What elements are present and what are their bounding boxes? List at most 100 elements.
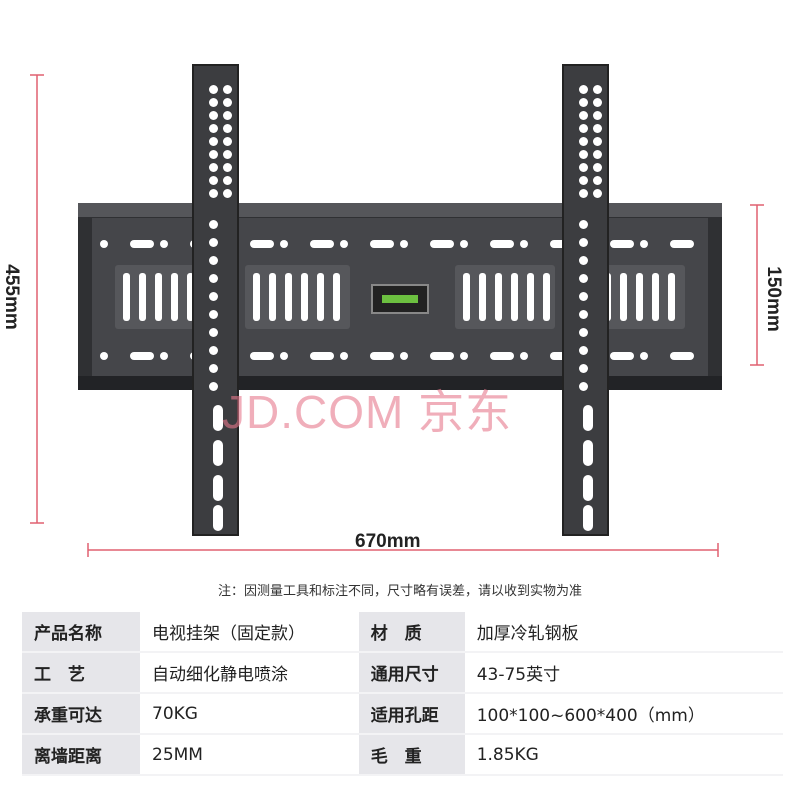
hole (370, 352, 394, 360)
hole (479, 273, 486, 321)
hole (285, 273, 292, 321)
hole (579, 150, 588, 159)
hole (620, 273, 627, 321)
hole (223, 189, 232, 198)
hole (579, 310, 588, 319)
hole (209, 124, 218, 133)
spec-row: 产品名称电视挂架（固定款）材 质加厚冷轧钢板 (22, 612, 783, 653)
hole (340, 240, 348, 248)
hole (209, 163, 218, 172)
hole (209, 256, 218, 265)
width-dimension-label: 670mm (355, 531, 421, 552)
hole (579, 274, 588, 283)
hole (579, 176, 588, 185)
hole (310, 352, 334, 360)
hole (668, 273, 675, 321)
hole (250, 352, 274, 360)
hole (209, 111, 218, 120)
hole (579, 292, 588, 301)
hole (160, 240, 168, 248)
spec-value2: 43-75英寸 (464, 652, 783, 694)
hole (155, 273, 162, 321)
spec-label2: 通用尺寸 (358, 652, 465, 694)
watermark: JD.COM 京东 (222, 386, 513, 438)
hole (213, 405, 223, 431)
spec-value2: 100*100~600*400（mm） (464, 693, 783, 735)
hole (123, 273, 130, 321)
spec-label2: 适用孔距 (358, 693, 465, 735)
hole (579, 238, 588, 247)
hole (160, 352, 168, 360)
hole (579, 364, 588, 373)
hole (130, 240, 154, 248)
hole (301, 273, 308, 321)
hole (209, 85, 218, 94)
hole (579, 111, 588, 120)
hole (223, 150, 232, 159)
hole (430, 352, 454, 360)
hole (209, 220, 218, 229)
hole (579, 382, 588, 391)
hole (209, 382, 218, 391)
hole (543, 273, 550, 321)
hole (269, 273, 276, 321)
spec-value2: 加厚冷轧钢板 (464, 612, 783, 653)
height-dimension-label: 455mm (0, 264, 22, 330)
hole (490, 352, 514, 360)
vertical-arms (192, 64, 609, 536)
hole (593, 189, 602, 198)
hole (400, 240, 408, 248)
hole (209, 364, 218, 373)
hole (209, 328, 218, 337)
hole (130, 352, 154, 360)
hole (579, 189, 588, 198)
hole (209, 98, 218, 107)
hole (579, 220, 588, 229)
plate-height-dimension-label: 150mm (762, 266, 784, 332)
hole (223, 124, 232, 133)
hole (209, 176, 218, 185)
hole (579, 137, 588, 146)
hole (579, 256, 588, 265)
hole (213, 475, 223, 501)
hole (171, 273, 178, 321)
hole (640, 240, 648, 248)
hole (636, 273, 643, 321)
hole (610, 240, 634, 248)
hole (583, 405, 593, 431)
spec-label: 产品名称 (22, 612, 140, 653)
hole (593, 124, 602, 133)
hole (250, 240, 274, 248)
hole (495, 273, 502, 321)
hole (583, 505, 593, 531)
hole (593, 176, 602, 185)
hole (520, 352, 528, 360)
spec-value: 电视挂架（固定款） (140, 612, 359, 653)
hole (213, 440, 223, 466)
wall-plate (78, 203, 722, 390)
hole (579, 124, 588, 133)
hole (490, 240, 514, 248)
hole (640, 352, 648, 360)
spec-value2: 1.85KG (464, 734, 783, 776)
dimension-lines (30, 74, 764, 557)
hole (209, 346, 218, 355)
tv-mount-illustration (30, 64, 764, 557)
hole (209, 274, 218, 283)
hole (593, 137, 602, 146)
hole (310, 240, 334, 248)
spec-label: 离墙距离 (22, 734, 140, 776)
hole (280, 240, 288, 248)
hole (579, 85, 588, 94)
hole (223, 98, 232, 107)
hole (579, 328, 588, 337)
hole (209, 137, 218, 146)
hole (317, 273, 324, 321)
hole (223, 111, 232, 120)
hole (610, 352, 634, 360)
hole (209, 150, 218, 159)
hole (593, 163, 602, 172)
hole (400, 352, 408, 360)
